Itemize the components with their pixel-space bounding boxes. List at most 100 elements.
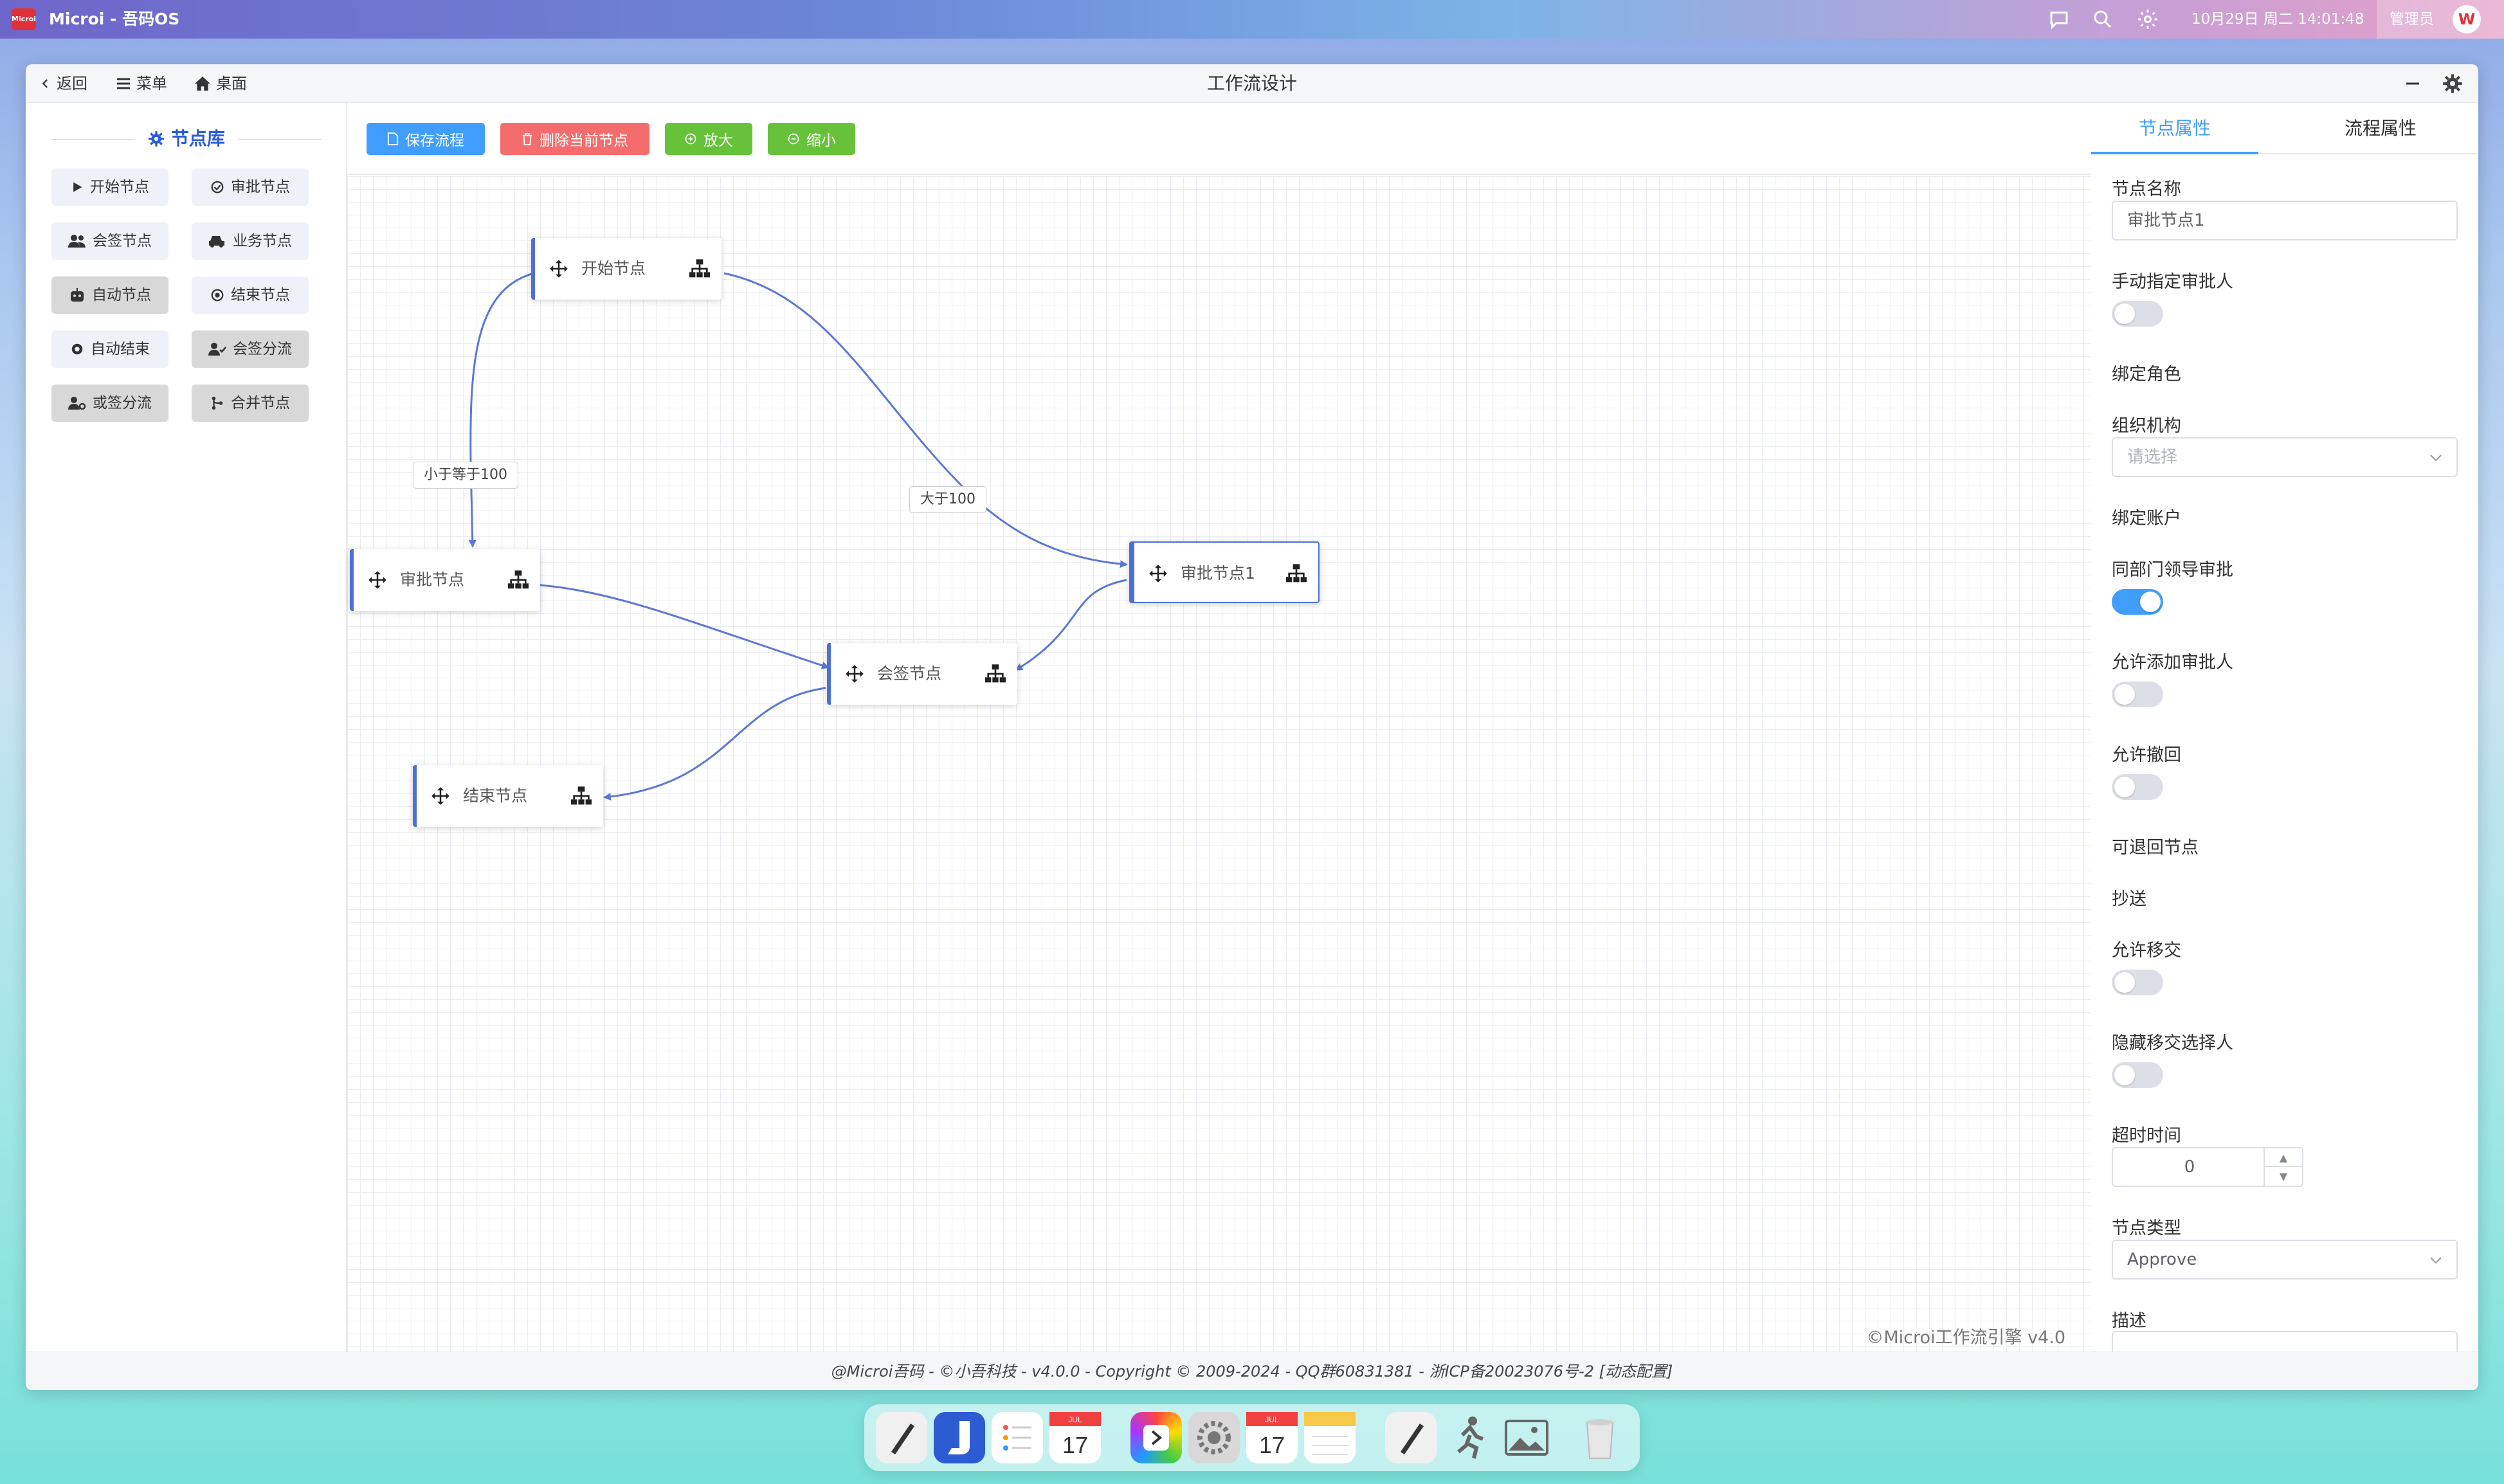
manual-approver-switch[interactable] — [2112, 301, 2163, 327]
home-icon — [195, 77, 210, 91]
minimize-icon[interactable] — [2405, 77, 2420, 90]
node-type-select[interactable]: Approve — [2112, 1240, 2458, 1280]
sitemap-icon[interactable] — [1286, 564, 1307, 583]
lib-approve-node[interactable]: 审批节点 — [192, 168, 309, 206]
switch-knob — [2114, 972, 2135, 993]
app-logo[interactable]: Microi — [12, 8, 36, 30]
increment-button[interactable]: ▲ — [2264, 1148, 2302, 1167]
lib-auto-end-node[interactable]: 自动结束 — [51, 330, 168, 368]
lib-start-node[interactable]: 开始节点 — [51, 168, 168, 206]
divider — [238, 139, 322, 140]
timeout-value[interactable]: 0 — [2184, 1157, 2195, 1177]
menu-button[interactable]: 菜单 — [116, 72, 167, 95]
lib-countersign-node[interactable]: 会签节点 — [51, 222, 168, 260]
move-icon[interactable] — [368, 570, 387, 590]
top-bar: Microi Microi - 吾码OS 10月29日 周二 14:01:48 … — [0, 0, 2504, 39]
tab-node-props[interactable]: 节点属性 — [2138, 118, 2211, 139]
chevron-down-icon — [2430, 1257, 2442, 1264]
back-node-label: 可退回节点 — [2112, 838, 2199, 858]
calendar-day: 17 — [1062, 1432, 1088, 1458]
color-app-icon[interactable] — [1130, 1412, 1182, 1463]
desktop-label: 桌面 — [216, 75, 247, 93]
photos-app-icon[interactable] — [1501, 1412, 1552, 1463]
delete-node-button[interactable]: 删除当前节点 — [500, 123, 649, 155]
notes-app-icon[interactable] — [1304, 1412, 1356, 1463]
lib-label: 自动结束 — [91, 341, 150, 357]
hide-transfer-switch[interactable] — [2112, 1062, 2163, 1088]
desktop-button[interactable]: 桌面 — [194, 72, 247, 95]
robot-icon — [71, 288, 84, 302]
gear-icon[interactable] — [2136, 8, 2159, 31]
save-label: 保存流程 — [405, 132, 464, 149]
user-menu[interactable]: 管理员 W — [2377, 0, 2504, 39]
move-icon[interactable] — [845, 664, 864, 683]
timeout-stepper[interactable]: 0 ▲ ▼ — [2112, 1147, 2303, 1187]
dept-leader-switch[interactable] — [2112, 589, 2163, 615]
cc-label: 抄送 — [2112, 889, 2146, 909]
draw-app-icon[interactable] — [1385, 1412, 1437, 1463]
tab-flow-props[interactable]: 流程属性 — [2344, 118, 2417, 139]
calendar-app-icon[interactable]: JUL 17 — [1049, 1412, 1101, 1463]
avatar[interactable]: W — [2453, 5, 2481, 33]
node-name-input[interactable]: 审批节点1 — [2112, 201, 2458, 240]
gear-icon[interactable] — [2442, 73, 2463, 94]
run-app-icon[interactable] — [1443, 1412, 1494, 1463]
panel-tabs: 节点属性 流程属性 — [2091, 103, 2478, 154]
app-title: Microi - 吾码OS — [49, 10, 180, 28]
allow-revoke-switch[interactable] — [2112, 774, 2163, 800]
edge-label[interactable]: 大于100 — [909, 486, 986, 513]
sitemap-icon[interactable] — [689, 259, 710, 278]
lib-or-split[interactable]: 或签分流 — [51, 385, 168, 422]
edge-label[interactable]: 小于等于100 — [413, 462, 518, 489]
description-input[interactable] — [2112, 1331, 2458, 1352]
org-select[interactable]: 请选择 — [2112, 437, 2458, 477]
chat-icon[interactable] — [2047, 8, 2071, 31]
calendar-month: JUL — [1068, 1415, 1082, 1424]
node-countersign[interactable]: 会签节点 — [827, 643, 1017, 705]
pen-app-icon[interactable] — [876, 1412, 927, 1463]
lib-label: 开始节点 — [90, 179, 149, 195]
lib-countersign-split[interactable]: 会签分流 — [192, 330, 309, 368]
back-button[interactable]: 返回 — [40, 72, 87, 95]
decrement-button[interactable]: ▼ — [2264, 1167, 2302, 1186]
node-end[interactable]: 结束节点 — [413, 765, 603, 827]
stop-circle-icon — [211, 289, 224, 302]
canvas-grid[interactable] — [347, 176, 2091, 1352]
lib-auto-node[interactable]: 自动节点 — [51, 276, 168, 314]
sitemap-icon[interactable] — [508, 570, 529, 590]
lib-merge-node[interactable]: 合并节点 — [192, 385, 309, 422]
lib-label: 自动节点 — [92, 287, 151, 303]
move-icon[interactable] — [431, 786, 450, 806]
settings-app-icon[interactable] — [1188, 1412, 1240, 1463]
divider — [51, 139, 135, 140]
zoom-out-button[interactable]: 缩小 — [768, 123, 855, 155]
timeout-label: 超时时间 — [2112, 1126, 2181, 1146]
gear-icon — [149, 131, 165, 147]
search-icon[interactable] — [2091, 8, 2114, 31]
move-icon[interactable] — [549, 259, 568, 278]
lib-label: 审批节点 — [231, 179, 290, 195]
sitemap-icon[interactable] — [985, 664, 1006, 683]
node-approve[interactable]: 审批节点 — [350, 549, 540, 611]
save-button[interactable]: 保存流程 — [367, 123, 485, 155]
lib-end-node[interactable]: 结束节点 — [192, 276, 309, 314]
list-app-icon[interactable] — [992, 1412, 1043, 1463]
user-name[interactable]: 管理员 — [2390, 11, 2434, 28]
zoom-in-button[interactable]: 放大 — [665, 123, 752, 155]
trash-app-icon[interactable] — [1574, 1412, 1626, 1463]
library-title: 节点库 — [26, 126, 347, 152]
manual-approver-label: 手动指定审批人 — [2112, 272, 2233, 292]
menu-label: 菜单 — [136, 75, 167, 93]
word-app-icon[interactable] — [934, 1412, 985, 1463]
node-start[interactable]: 开始节点 — [531, 238, 721, 300]
node-approve1[interactable]: 审批节点1 — [1129, 541, 1320, 603]
chevron-down-icon — [2430, 455, 2442, 462]
move-icon[interactable] — [1148, 564, 1168, 583]
sitemap-icon[interactable] — [571, 786, 592, 806]
allow-add-approver-switch[interactable] — [2112, 682, 2163, 707]
allow-transfer-switch[interactable] — [2112, 970, 2163, 995]
chevron-left-icon — [42, 79, 48, 88]
bind-account-label: 绑定账户 — [2112, 509, 2181, 529]
lib-business-node[interactable]: 业务节点 — [192, 222, 309, 260]
